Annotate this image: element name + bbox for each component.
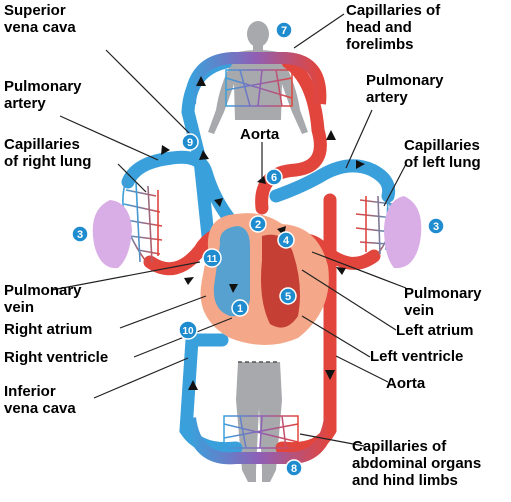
step-badge-1: 1 (232, 300, 248, 316)
step-badge-9: 9 (182, 134, 198, 150)
svg-text:5: 5 (285, 291, 291, 303)
step-badge-6: 6 (266, 169, 282, 185)
svg-text:3: 3 (433, 221, 439, 233)
step-badge-3-left-lung: 3 (428, 218, 444, 234)
label-pulmonary-vein-left: Pulmonary vein (4, 282, 82, 316)
label-capillaries-head: Capillaries of head and forelimbs (346, 2, 440, 53)
label-capillaries-abdominal: Capillaries of abdominal organs and hind… (352, 438, 481, 489)
svg-text:10: 10 (182, 326, 194, 337)
label-left-atrium: Left atrium (396, 322, 474, 339)
svg-text:2: 2 (255, 219, 261, 231)
label-pulmonary-artery-right: Pulmonary artery (366, 72, 444, 106)
step-badge-4: 4 (278, 232, 294, 248)
step-badge-5: 5 (280, 288, 296, 304)
svg-text:1: 1 (237, 303, 243, 315)
step-badge-7: 7 (276, 22, 292, 38)
step-badge-10: 10 (179, 321, 197, 339)
label-inferior-vena-cava: Inferior vena cava (4, 383, 76, 417)
step-badge-2: 2 (250, 216, 266, 232)
svg-text:4: 4 (283, 235, 290, 247)
left-lung-shape (384, 196, 421, 268)
label-pulmonary-vein-right: Pulmonary vein (404, 285, 482, 319)
step-badge-3-right-lung: 3 (72, 226, 88, 242)
label-pulmonary-artery-left: Pulmonary artery (4, 78, 82, 112)
label-capillaries-left-lung: Capillaries of left lung (404, 137, 481, 171)
svg-text:7: 7 (281, 25, 287, 37)
label-aorta-bottom: Aorta (386, 375, 425, 392)
svg-text:3: 3 (77, 229, 83, 241)
step-badge-11: 11 (203, 249, 221, 267)
svg-text:6: 6 (271, 172, 277, 184)
svg-text:8: 8 (291, 463, 297, 475)
step-badge-8: 8 (286, 460, 302, 476)
label-aorta-top: Aorta (240, 126, 279, 143)
heart (201, 213, 329, 345)
right-lung-shape (93, 200, 132, 268)
svg-text:11: 11 (207, 254, 218, 265)
label-capillaries-right-lung: Capillaries of right lung (4, 136, 91, 170)
upper-body-silhouette (208, 21, 308, 134)
label-left-ventricle: Left ventricle (370, 348, 463, 365)
svg-text:9: 9 (187, 137, 193, 149)
label-right-ventricle: Right ventricle (4, 349, 108, 366)
label-right-atrium: Right atrium (4, 321, 92, 338)
label-superior-vena-cava: Superior vena cava (4, 2, 76, 36)
